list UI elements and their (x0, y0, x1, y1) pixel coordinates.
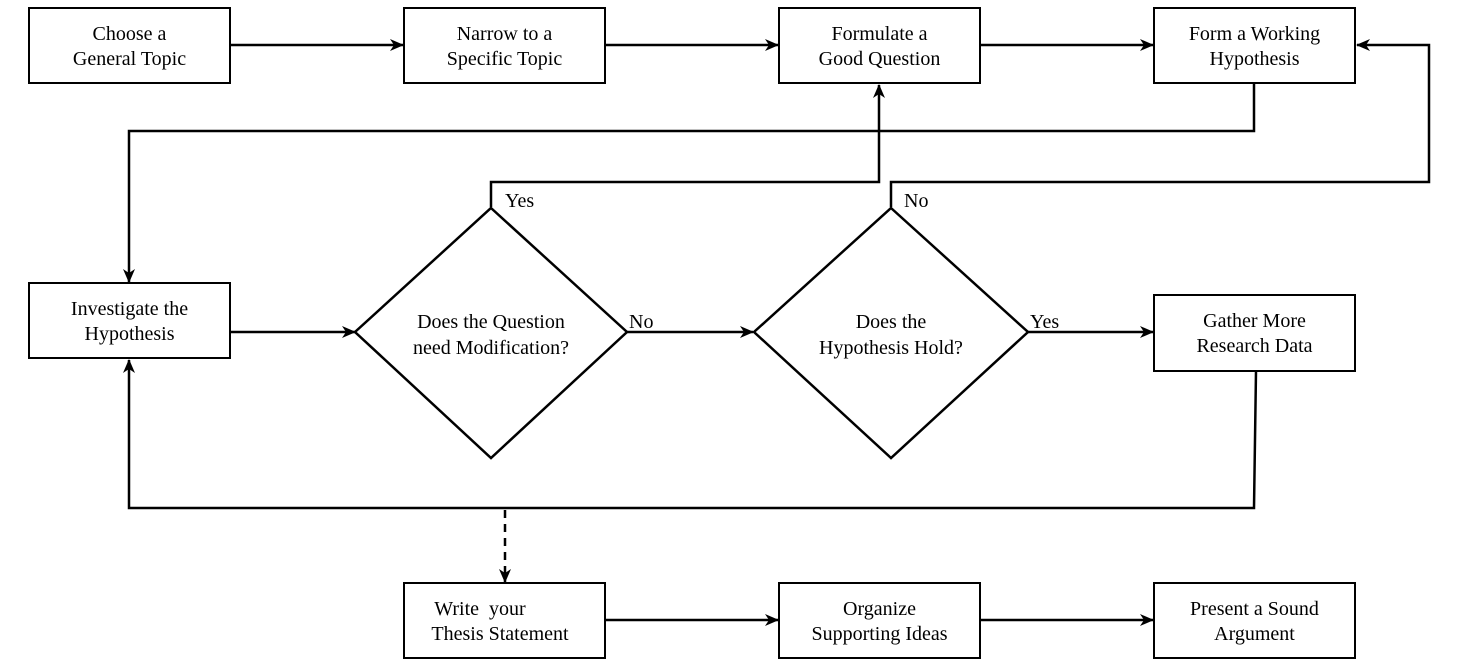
box-gather-data-line-1: Gather More (1203, 310, 1306, 332)
box-formulate-question-line-2: Good Question (819, 48, 941, 70)
box-form-hypothesis: Form a Working Hypothesis (1153, 7, 1356, 84)
box-investigate-hypothesis: Investigate the Hypothesis (28, 282, 231, 359)
box-narrow-topic-line-1: Narrow to a (457, 23, 553, 45)
box-write-thesis-line-2: Thesis Statement (431, 623, 569, 645)
decision-hypothesis-hold: Does the Hypothesis Hold? (752, 206, 1030, 460)
edge-label-hypothesis-yes: Yes (1030, 311, 1059, 333)
box-gather-data-line-2: Research Data (1196, 335, 1312, 357)
box-organize-ideas: Organize Supporting Ideas (778, 582, 981, 659)
box-present-argument: Present a Sound Argument (1153, 582, 1356, 659)
box-present-argument-line-2: Argument (1214, 623, 1295, 645)
box-narrow-topic-line-2: Specific Topic (447, 48, 563, 70)
decision-hypothesis-line-2: Hypothesis Hold? (819, 337, 963, 359)
box-organize-ideas-line-2: Supporting Ideas (811, 623, 947, 645)
edge-label-question-no: No (629, 311, 653, 333)
box-form-hypothesis-line-2: Hypothesis (1210, 48, 1300, 70)
arrow-question-yes-to-formulate (489, 84, 885, 207)
decision-question-modification: Does the Question need Modification? (353, 206, 629, 460)
arrow-hypothesis-no-to-form-hypothesis (889, 39, 1431, 207)
edge-label-question-yes: Yes (505, 190, 534, 212)
box-form-hypothesis-line-1: Form a Working (1189, 23, 1320, 45)
box-organize-ideas-line-1: Organize (843, 598, 916, 620)
box-choose-topic-line-1: Choose a (93, 23, 167, 45)
box-write-thesis: Write your Thesis Statement (403, 582, 606, 659)
arrow-gather-to-investigate (123, 359, 1258, 510)
decision-question-line-1: Does the Question (417, 311, 565, 333)
connectors (123, 39, 1431, 626)
box-investigate-line-2: Hypothesis (85, 323, 175, 345)
box-investigate-line-1: Investigate the (71, 298, 188, 320)
box-write-thesis-line-1: Write your (434, 598, 526, 620)
box-choose-topic: Choose a General Topic (28, 7, 231, 84)
box-formulate-question: Formulate a Good Question (778, 7, 981, 84)
box-narrow-topic: Narrow to a Specific Topic (403, 7, 606, 84)
edge-label-hypothesis-no: No (904, 190, 928, 212)
arrow-hypothesis-to-investigate (123, 83, 1256, 283)
decision-question-line-2: need Modification? (413, 337, 569, 359)
box-present-argument-line-1: Present a Sound (1190, 598, 1319, 620)
box-gather-data: Gather More Research Data (1153, 294, 1356, 372)
box-formulate-question-line-1: Formulate a (831, 23, 927, 45)
box-choose-topic-line-2: General Topic (73, 48, 186, 70)
decision-hypothesis-line-1: Does the (856, 311, 927, 333)
